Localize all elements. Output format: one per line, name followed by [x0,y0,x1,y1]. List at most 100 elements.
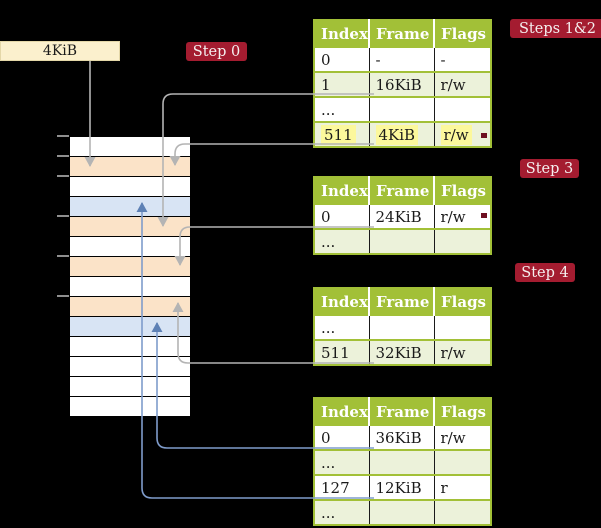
column-header-index: Index [314,177,369,204]
step-3-label: Step 3 [520,159,579,178]
memory-frame-row [70,256,190,276]
memory-frame-row [70,396,190,416]
column-header-frame: Frame [368,177,434,204]
cell-index: ... [314,499,369,525]
cell-index: 127 [314,474,369,500]
address-tick [57,175,69,177]
cell-frame: 24KiB [368,203,434,229]
column-header-flags: Flags [433,288,491,315]
cell-index: 0 [314,203,369,229]
cell-frame: 12KiB [368,474,434,500]
cell-frame: 16KiB [368,71,434,97]
table-row: 0 - - [314,46,491,72]
table-row: ... [314,228,491,254]
table-header-row: Index Frame Flags [314,288,491,315]
memory-frame-row [70,216,190,236]
column-header-flags: Flags [433,398,491,425]
table-header-row: Index Frame Flags [314,177,491,204]
cell-frame: 32KiB [368,339,434,365]
table-header-row: Index Frame Flags [314,398,491,425]
cell-flags: - [433,46,491,72]
highlighted-value: 511 [321,124,356,145]
table-row: 1 16KiB r/w [314,71,491,97]
column-header-index: Index [314,398,369,425]
cell-frame: - [368,46,434,72]
cell-frame [368,499,434,525]
cell-flags [433,228,491,254]
cell-flags: r [433,474,491,500]
table-header-row: Index Frame Flags [314,20,491,47]
cell-flags [433,499,491,525]
cell-flags: r/w [433,339,491,365]
address-tick [57,295,69,297]
column-header-frame: Frame [368,288,434,315]
memory-frame-row [70,176,190,196]
cell-flags: r/w [433,424,491,450]
highlighted-value: r/w [440,124,472,145]
address-tick [57,215,69,217]
cell-flags: r/w [433,71,491,97]
table-row: 0 24KiB r/w [314,203,491,229]
cell-index: ... [314,449,369,475]
address-tick [57,155,69,157]
page-table-step-4: Index Frame Flags ... 511 32KiB r/w [313,287,492,366]
table-row-highlighted: 511 4KiB r/w [314,121,491,147]
column-header-index: Index [314,20,369,47]
cell-frame [368,228,434,254]
steps-1-2-text: Steps 1&2 [518,20,597,37]
table-row: 127 12KiB r [314,474,491,500]
step-0-text: Step 0 [192,43,241,60]
page-table-final-level: Index Frame Flags 0 36KiB r/w ... 127 12… [313,397,492,526]
memory-frame-row [70,276,190,296]
step-4-text: Step 4 [521,264,569,281]
cell-index: 0 [314,46,369,72]
step-0-label: Step 0 [186,42,247,61]
address-tick [57,255,69,257]
cell-flags [433,314,491,340]
table-row: ... [314,499,491,525]
cell-index: ... [314,314,369,340]
cell-frame [368,96,434,122]
table-row: ... [314,314,491,340]
table-row: ... [314,449,491,475]
frame-size-label: 4KiB [42,43,78,59]
physical-memory-stack [70,136,190,416]
column-header-flags: Flags [433,20,491,47]
continuation-dash [481,133,487,138]
cell-frame: 4KiB [368,121,434,147]
memory-frame-row [70,236,190,256]
cell-index: ... [314,96,369,122]
memory-frame-row [70,156,190,176]
page-table-steps-1-2: Index Frame Flags 0 - - 1 16KiB r/w ... … [313,19,492,148]
cell-frame: 36KiB [368,424,434,450]
address-tick [57,135,69,137]
cell-index: 0 [314,424,369,450]
cell-index: 1 [314,71,369,97]
highlighted-value: 4KiB [375,124,419,145]
table-row: ... [314,96,491,122]
step-4-label: Step 4 [515,263,575,282]
column-header-index: Index [314,288,369,315]
memory-frame-row [70,336,190,356]
column-header-frame: Frame [368,398,434,425]
frame-size-box: 4KiB [0,41,120,61]
step-3-text: Step 3 [525,160,574,177]
memory-frame-row [70,296,190,316]
memory-frame-row [70,356,190,376]
memory-frame-row [70,196,190,216]
cell-index: ... [314,228,369,254]
continuation-dash [481,213,487,218]
cell-frame [368,449,434,475]
memory-frame-row [70,136,190,156]
cell-frame [368,314,434,340]
cell-flags [433,96,491,122]
column-header-frame: Frame [368,20,434,47]
cell-index: 511 [314,339,369,365]
memory-frame-row [70,376,190,396]
page-table-step-3: Index Frame Flags 0 24KiB r/w ... [313,176,492,255]
column-header-flags: Flags [433,177,491,204]
cell-index: 511 [314,121,369,147]
steps-1-2-label: Steps 1&2 [510,19,601,38]
memory-frame-row [70,316,190,336]
